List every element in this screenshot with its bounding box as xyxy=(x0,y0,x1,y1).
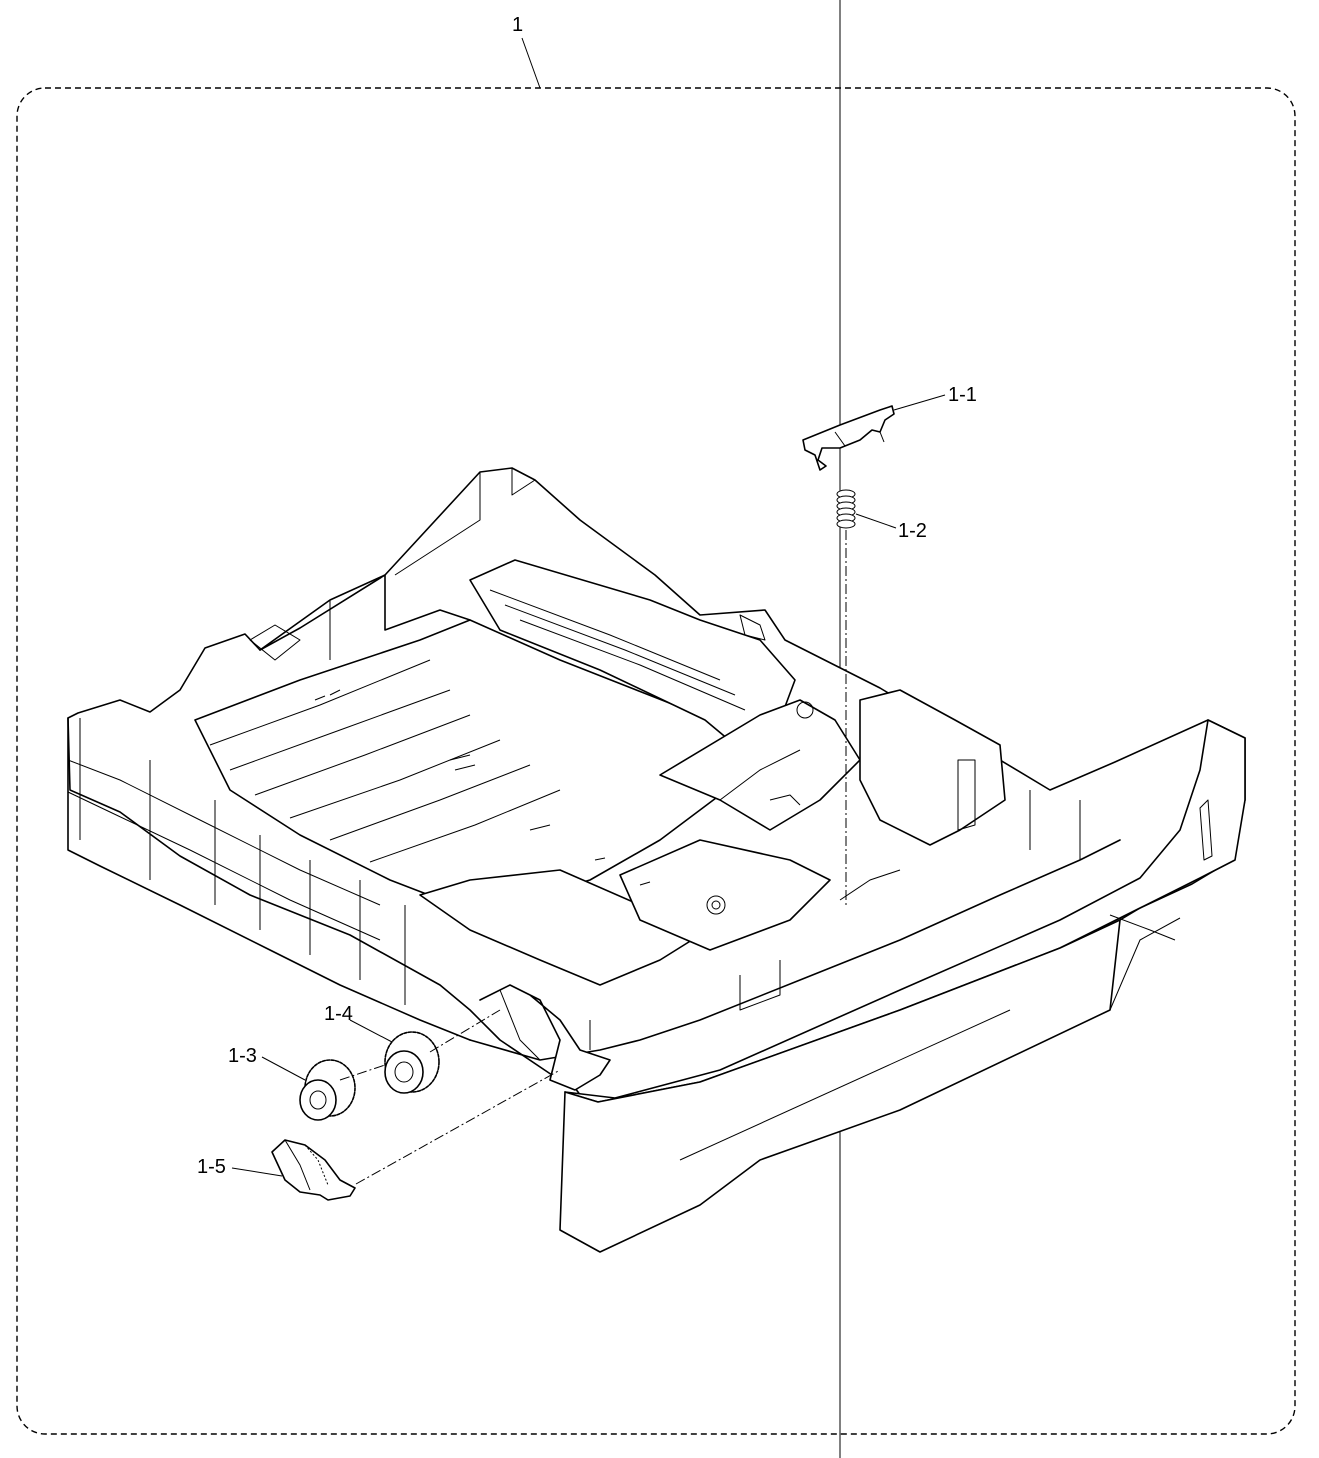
callout-label-assembly: 1 xyxy=(512,14,523,36)
callout-assembly: 1 xyxy=(512,14,541,89)
small-gear-icon xyxy=(299,1059,356,1121)
paper-tray-cassette-icon xyxy=(67,467,1246,1253)
pickup-lever-icon xyxy=(802,405,895,471)
callout-label-1-4: 1-4 xyxy=(324,1003,353,1025)
part-1-4: 1-4 xyxy=(324,1003,501,1094)
part-1-2: 1-2 xyxy=(836,489,927,905)
callout-label-1-5: 1-5 xyxy=(197,1156,226,1178)
part-1-1: 1-1 xyxy=(802,384,977,471)
assembly-boundary xyxy=(16,87,1296,1435)
part-1-3: 1-3 xyxy=(228,1045,356,1121)
callout-label-1-2: 1-2 xyxy=(898,520,927,542)
part-1-5: 1-5 xyxy=(197,1069,561,1201)
coil-spring-icon xyxy=(836,489,856,529)
callout-label-1-1: 1-1 xyxy=(948,384,977,406)
double-gear-icon xyxy=(384,1031,440,1094)
paper-stopper-icon xyxy=(271,1139,356,1201)
callout-label-1-3: 1-3 xyxy=(228,1045,257,1067)
